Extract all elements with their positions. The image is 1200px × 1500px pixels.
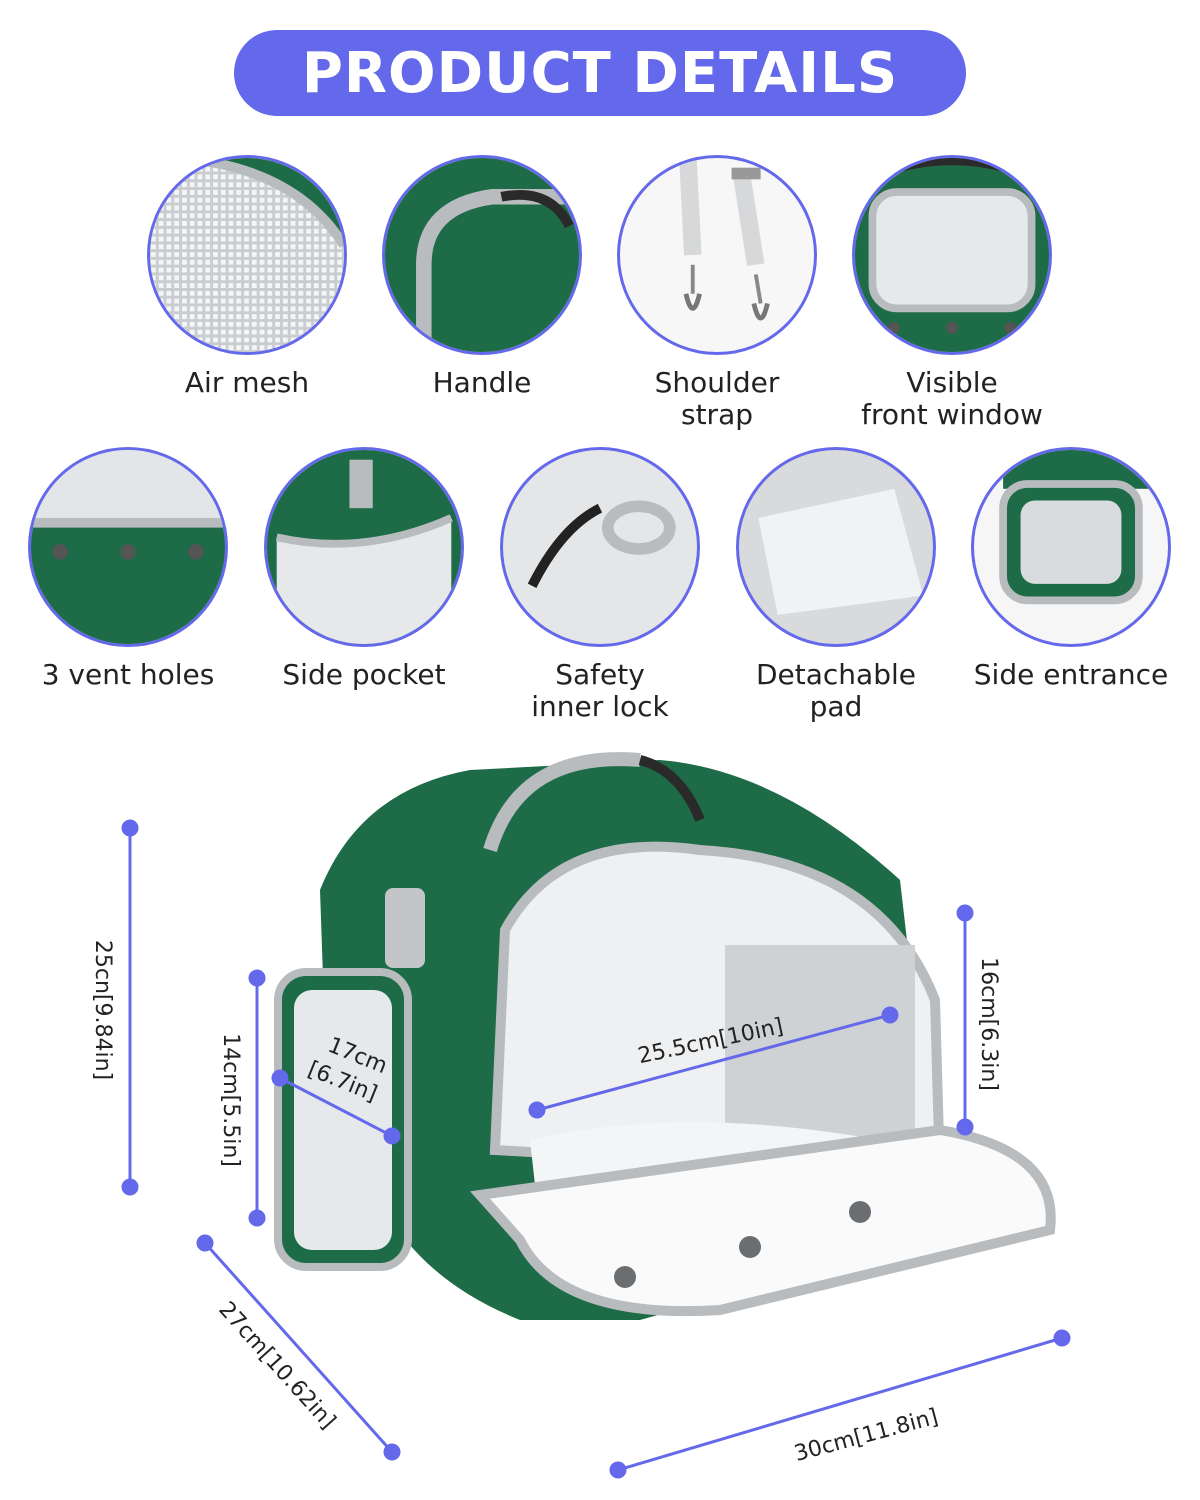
feature-handle: Handle	[367, 155, 597, 399]
carrier-diagram: 25cn[9.84in] 14cm[5.5in] 17cm [6.7in] 25…	[90, 752, 1071, 1479]
detachable-pad-icon	[736, 447, 936, 647]
page-title: PRODUCT DETAILS	[301, 40, 899, 106]
feature-side-entrance: Side entrance	[956, 447, 1186, 691]
feature-shoulder-strap: Shoulder strap	[602, 155, 832, 431]
dimension-length: 30cm[11.8in]	[792, 1405, 941, 1467]
feature-label: Side entrance	[973, 658, 1169, 691]
pet-carrier-illustration	[274, 752, 1056, 1320]
dimension-depth: 27cm[10.62in]	[213, 1297, 340, 1434]
feature-label: Side pocket	[282, 658, 446, 691]
dimension-opening-height: 16cm[6.3in]	[976, 957, 1001, 1091]
feature-label: Air mesh	[184, 366, 310, 399]
feature-air-mesh: Air mesh	[132, 155, 362, 399]
feature-label: 3 vent holes	[41, 658, 215, 691]
vent-holes-icon	[28, 447, 228, 647]
feature-label: Safety inner lock	[531, 658, 669, 723]
side-entrance-icon	[971, 447, 1171, 647]
feature-side-pocket: Side pocket	[249, 447, 479, 691]
dimension-side-height: 14cm[5.5in]	[218, 1033, 243, 1167]
feature-inner-lock: Safety inner lock	[485, 447, 715, 723]
feature-vent-holes: 3 vent holes	[13, 447, 243, 691]
inner-lock-icon	[500, 447, 700, 647]
handle-icon	[382, 155, 582, 355]
front-window-icon	[852, 155, 1052, 355]
feature-label: Handle	[432, 366, 532, 399]
feature-detachable-pad: Detachable pad	[721, 447, 951, 723]
shoulder-strap-icon	[617, 155, 817, 355]
feature-front-window: Visible front window	[837, 155, 1067, 431]
title-banner: PRODUCT DETAILS	[234, 30, 966, 116]
feature-label: Visible front window	[861, 366, 1043, 431]
dimension-height-total: 25cn[9.84in]	[90, 940, 115, 1080]
feature-label: Detachable pad	[755, 658, 916, 723]
air-mesh-icon	[147, 155, 347, 355]
side-pocket-icon	[264, 447, 464, 647]
feature-label: Shoulder strap	[654, 366, 780, 431]
